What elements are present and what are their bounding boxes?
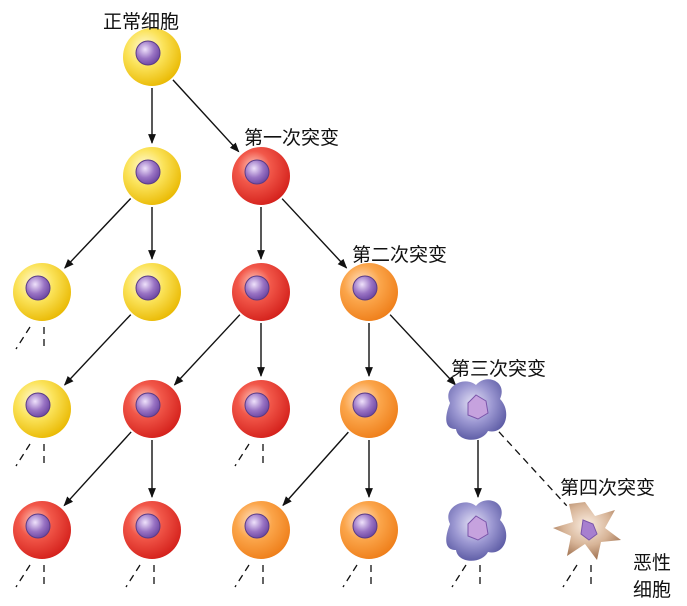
cell-normal (123, 263, 181, 321)
cell-nucleus (352, 392, 378, 418)
cell-nucleus-irregular (467, 394, 489, 420)
cell-nucleus (244, 159, 270, 185)
label-mutation-1: 第一次突变 (244, 127, 339, 149)
division-arrow-c1-c3 (64, 198, 132, 269)
cell-nucleus (135, 40, 161, 66)
cell-normal (13, 380, 71, 438)
cell-mutation-3 (446, 379, 507, 440)
cell-mutation-2 (340, 263, 398, 321)
cell-nucleus (135, 513, 161, 539)
division-arrow-c5-c8 (173, 314, 241, 386)
cell-nucleus (25, 513, 51, 539)
cell-group (13, 28, 621, 561)
cell-nucleus-malignant (580, 519, 598, 541)
continuation-dash (562, 564, 578, 588)
division-arrows (63, 79, 568, 507)
cell-normal (123, 28, 181, 86)
label-malignant-1: 恶性 (633, 552, 671, 574)
cell-nucleus (352, 513, 378, 539)
division-arrow-c11-c17 (498, 431, 568, 507)
cell-mutation-1 (123, 501, 181, 559)
division-arrow-c2-c6 (281, 198, 348, 269)
cell-normal (123, 147, 181, 205)
continuation-dash (234, 564, 250, 588)
continuation-dash (234, 443, 250, 467)
cell-nucleus (244, 513, 270, 539)
label-normal-cell: 正常细胞 (103, 11, 179, 33)
continuation-dash (15, 443, 31, 467)
cell-mutation-1 (232, 380, 290, 438)
cell-nucleus (135, 392, 161, 418)
division-arrow-c4-c7 (63, 314, 132, 386)
division-arrow-c6-c11 (389, 314, 457, 386)
continuation-dash (342, 564, 358, 588)
label-mutation-4: 第四次突变 (560, 477, 655, 499)
cell-mutation-3 (446, 500, 507, 561)
division-arrow-c8-c12 (63, 431, 132, 507)
cell-nucleus (244, 392, 270, 418)
division-arrow-c10-c14 (282, 431, 349, 507)
continuation-dashes (15, 326, 592, 588)
division-arrow-c0-c2 (172, 79, 240, 153)
cell-normal (13, 263, 71, 321)
cell-mutation-1 (123, 380, 181, 438)
cell-mutation-2 (340, 501, 398, 559)
cell-mutation-4 (553, 502, 621, 560)
cell-nucleus (25, 392, 51, 418)
cell-nucleus (135, 159, 161, 185)
continuation-dash (125, 564, 141, 588)
cell-nucleus (135, 275, 161, 301)
cell-nucleus (352, 275, 378, 301)
cell-mutation-2 (232, 501, 290, 559)
cell-mutation-1 (232, 147, 290, 205)
continuation-dash (15, 564, 31, 588)
label-malignant-2: 细胞 (633, 579, 671, 601)
cell-nucleus (244, 275, 270, 301)
cell-mutation-1 (232, 263, 290, 321)
cell-mutation-2 (340, 380, 398, 438)
continuation-dash (15, 326, 31, 350)
label-mutation-3: 第三次突变 (451, 358, 546, 380)
label-mutation-2: 第二次突变 (352, 244, 447, 266)
continuation-dash (451, 564, 467, 588)
cell-nucleus (25, 275, 51, 301)
cell-mutation-1 (13, 501, 71, 559)
cell-nucleus-irregular (467, 515, 489, 541)
